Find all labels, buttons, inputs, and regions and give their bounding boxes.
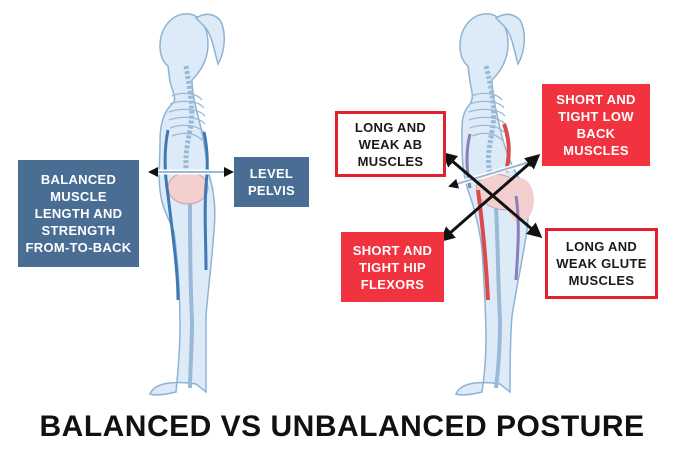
page-title: BALANCED VS UNBALANCED POSTURE [39,410,645,443]
short-tight-hip-flexors-label: SHORT AND TIGHT HIP FLEXORS [341,232,444,302]
long-weak-glute-label: LONG AND WEAK GLUTE MUSCLES [545,228,658,299]
unbalanced-glute-tissue [506,178,534,222]
balanced-spine [183,65,195,181]
balanced-muscle-label: BALANCED MUSCLE LENGTH AND STRENGTH FROM… [18,160,139,267]
balanced-figure [148,13,234,396]
balanced-back-muscle [202,131,209,271]
unbalanced-spine [483,65,497,186]
long-weak-ab-label: LONG AND WEAK AB MUSCLES [335,111,446,177]
unbalanced-ribcage [468,92,506,141]
balanced-leg-bones [188,203,195,389]
level-pelvis-label: LEVEL PELVIS [234,157,309,207]
cross-arrow-back-to-hip [439,154,541,242]
short-tight-low-back-label: SHORT AND TIGHT LOW BACK MUSCLES [542,84,650,166]
balanced-ponytail [194,13,225,66]
balanced-pelvis [167,171,209,205]
unbalanced-ponytail [494,13,525,66]
balanced-body-silhouette [149,13,216,396]
balanced-ab-muscle [163,129,180,301]
balanced-ribcage [168,92,206,141]
unbalanced-figure [439,13,543,396]
